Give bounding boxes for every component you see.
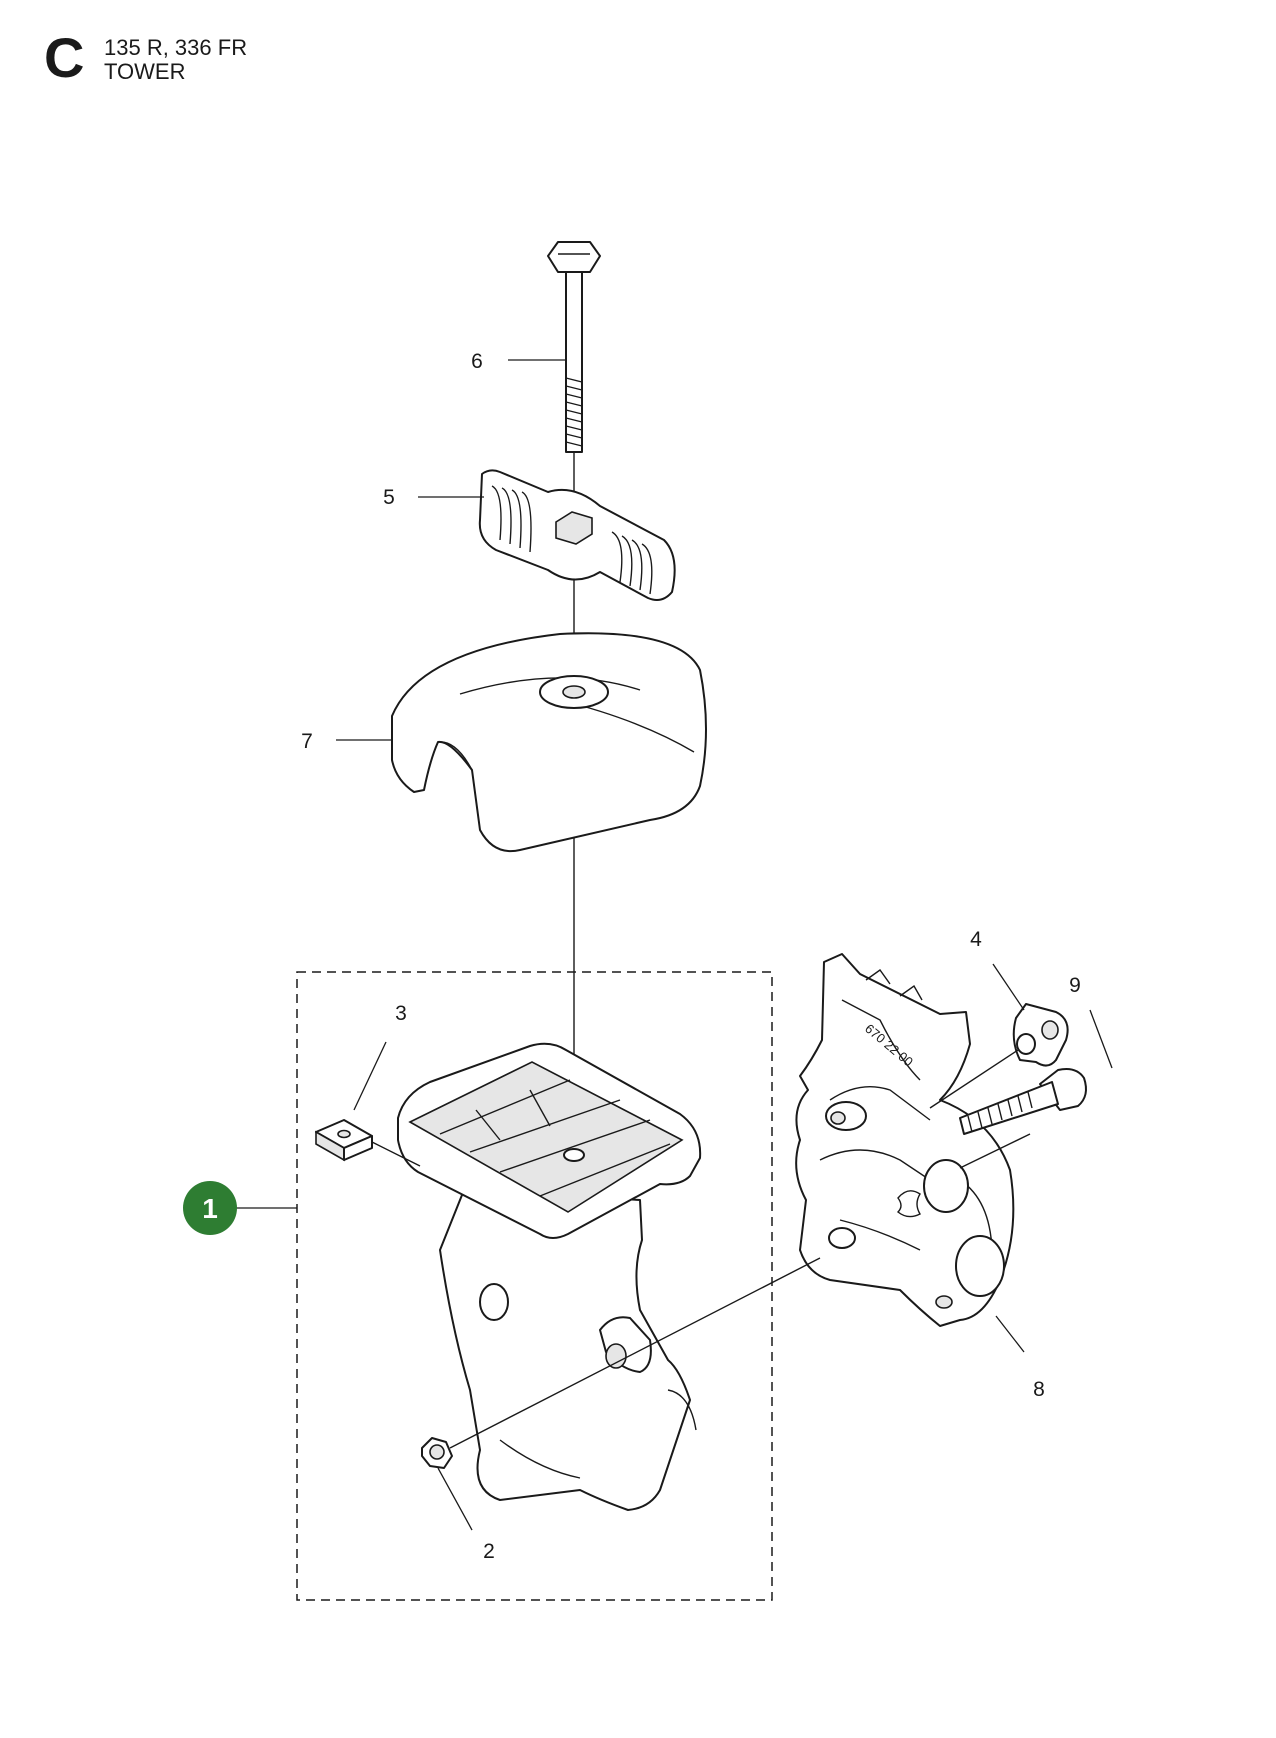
part-1-tower-housing: [397, 1042, 702, 1511]
part-7-cover: [391, 632, 707, 852]
leader-lines: [234, 359, 1113, 1531]
callout-4-label: 4: [970, 928, 982, 951]
part-5-wing-knob: [478, 469, 676, 601]
callout-3-label: 3: [395, 1002, 407, 1025]
callout-1-badge: [183, 1181, 237, 1235]
part-4-clip: [1012, 1003, 1069, 1067]
part-3-square-nut: [315, 1119, 373, 1162]
part-8-bracket: 670 22 00: [795, 953, 1015, 1327]
callout-8-label: 8: [1033, 1378, 1045, 1401]
callout-1: 1: [183, 1181, 237, 1235]
model-list: 135 R, 336 FR: [104, 35, 248, 60]
callout-7-label: 7: [301, 730, 313, 753]
section-letter: C: [44, 26, 85, 89]
callout-9-label: 9: [1069, 974, 1081, 997]
callout-1-label: 1: [202, 1193, 218, 1224]
assembly-lines: [371, 1049, 1031, 1449]
page-header: C 135 R, 336 FR TOWER: [44, 28, 444, 92]
part-2-hex-nut: [421, 1437, 453, 1469]
part-9-screw: [959, 1068, 1087, 1135]
section-title: TOWER: [104, 59, 186, 84]
assembly-1-boundary: [296, 971, 773, 1601]
callout-6-label: 6: [471, 350, 483, 373]
part-6-bolt: [547, 241, 601, 453]
brand-logo-icon: [896, 1190, 921, 1218]
callout-5-label: 5: [383, 486, 395, 509]
callout-2-label: 2: [483, 1540, 495, 1563]
